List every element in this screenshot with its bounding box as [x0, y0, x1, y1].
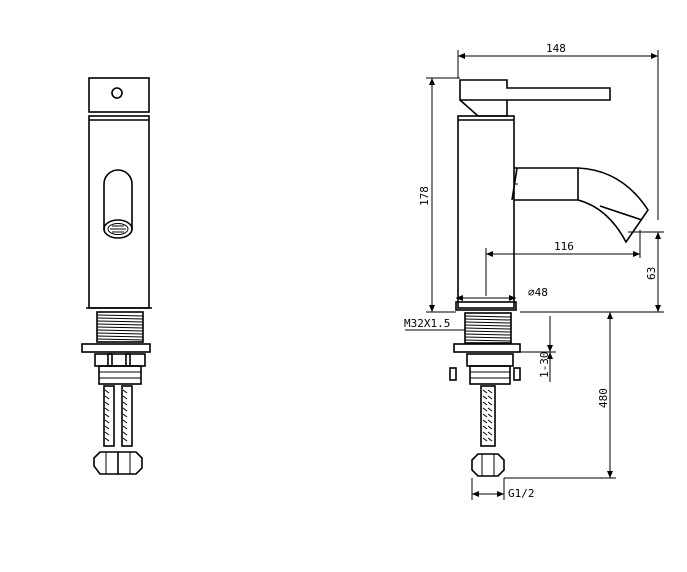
thread-line — [464, 315, 512, 318]
dim-g12: G1/2 — [508, 487, 535, 500]
braid-line — [487, 401, 493, 406]
dim-480: 480 — [597, 388, 610, 408]
hose-right — [121, 385, 133, 447]
dim-178: 178 — [418, 186, 431, 206]
thread-line — [96, 335, 144, 338]
braid-line — [104, 437, 110, 442]
braid-line — [482, 413, 488, 418]
braid-line — [487, 413, 493, 418]
thread-line — [464, 324, 512, 327]
braid-line — [487, 389, 493, 394]
connector-right — [118, 451, 143, 475]
braid-line — [487, 437, 493, 442]
braid-line — [122, 389, 128, 394]
braid-line — [487, 419, 493, 424]
side-view — [449, 79, 649, 477]
thread-line — [96, 329, 144, 332]
braid-line — [482, 407, 488, 412]
front-body — [88, 115, 150, 309]
braid-line — [104, 395, 110, 400]
thread-line — [96, 314, 144, 317]
front-lower-nut — [98, 365, 142, 385]
handle-cap — [88, 77, 150, 113]
braid-line — [482, 395, 488, 400]
thread-line — [96, 332, 144, 335]
thread-line — [464, 321, 512, 324]
thread-line — [96, 338, 144, 341]
handle-lever — [459, 79, 611, 117]
dim-dia48: ⌀48 — [528, 286, 548, 299]
thread-line — [464, 333, 512, 336]
braid-line — [104, 419, 110, 424]
braid-line — [487, 425, 493, 430]
dim-1-30: 1-30 — [538, 352, 551, 379]
dim-148: 148 — [546, 42, 566, 55]
braid-line — [122, 407, 128, 412]
braid-line — [104, 401, 110, 406]
braid-line — [487, 431, 493, 436]
braid-line — [122, 401, 128, 406]
outlet-slot — [103, 169, 133, 230]
front-washer — [81, 343, 151, 353]
dim-116: 116 — [554, 240, 574, 253]
side-body — [457, 115, 515, 309]
braid-line — [104, 425, 110, 430]
spout — [514, 167, 649, 244]
braid-line — [122, 395, 128, 400]
side-connector — [471, 453, 505, 477]
braid-line — [482, 401, 488, 406]
thread-line — [464, 330, 512, 333]
thread-line — [464, 339, 512, 342]
side-base — [455, 301, 517, 311]
thread-line — [464, 318, 512, 321]
hose-left — [103, 385, 115, 447]
side-lower-nut — [469, 365, 511, 385]
front-nut — [94, 353, 146, 367]
handle-hole — [111, 87, 123, 99]
braid-line — [482, 437, 488, 442]
braid-line — [122, 413, 128, 418]
braid-line — [482, 425, 488, 430]
braid-line — [104, 407, 110, 412]
dim-thread: M32X1.5 — [404, 317, 450, 330]
braid-line — [122, 419, 128, 424]
braid-line — [482, 419, 488, 424]
dim-63: 63 — [645, 267, 658, 280]
braid-line — [487, 395, 493, 400]
side-hose — [480, 385, 496, 447]
front-view — [81, 77, 152, 475]
braid-line — [122, 425, 128, 430]
braid-line — [122, 437, 128, 442]
thread-line — [464, 327, 512, 330]
side-washer — [453, 343, 521, 353]
braid-line — [104, 431, 110, 436]
thread-line — [96, 320, 144, 323]
side-nut — [466, 353, 514, 367]
aerator — [103, 219, 133, 239]
dimension-lines: 148 178 116 63 ⌀48 M32X1.5 1-30 480 — [404, 42, 664, 500]
braid-line — [104, 413, 110, 418]
braid-line — [122, 431, 128, 436]
braid-line — [482, 431, 488, 436]
thread-line — [96, 323, 144, 326]
thread-line — [96, 317, 144, 320]
thread-line — [464, 336, 512, 339]
braid-line — [487, 407, 493, 412]
thread-line — [96, 326, 144, 329]
braid-line — [104, 389, 110, 394]
braid-line — [482, 389, 488, 394]
